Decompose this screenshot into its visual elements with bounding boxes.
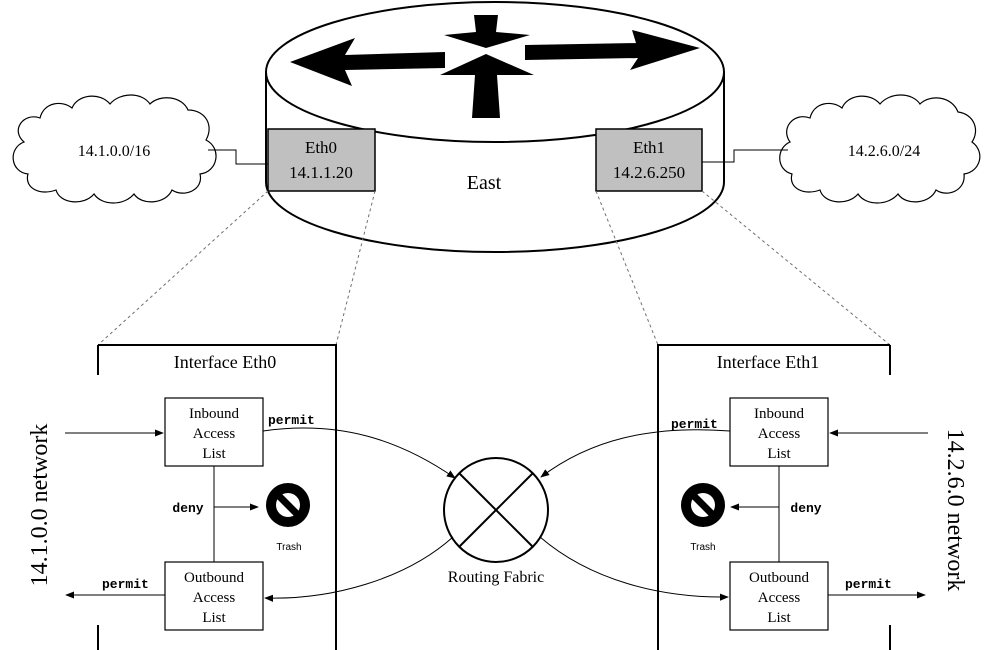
- inbound-acl-line3: List: [767, 446, 791, 462]
- network-left-label: 14.1.0.0 network: [27, 424, 53, 587]
- cloud-left-label: 14.1.0.0/16: [78, 143, 150, 160]
- inbound-acl-line2: Access: [758, 426, 801, 442]
- routing-fabric-icon: [443, 457, 549, 563]
- outbound-acl-box: [164, 561, 264, 631]
- router-arrows-icon: [290, 15, 700, 118]
- panel-eth1-frame: [657, 344, 890, 650]
- permit-out-label: permit: [845, 577, 892, 592]
- outbound-acl-line3: List: [767, 610, 791, 626]
- outbound-acl-line1: Outbound: [749, 570, 810, 586]
- trash-label: Trash: [690, 542, 715, 553]
- outbound-acl-line2: Access: [193, 590, 236, 606]
- cloud-icon: [12, 94, 217, 204]
- zoom-lines: [97, 190, 891, 346]
- flow-eth0-in-to-fabric: [262, 427, 456, 479]
- trash-label: Trash: [276, 542, 301, 553]
- cloud-right-label: 14.2.6.0/24: [848, 143, 920, 160]
- panel-eth0-frame: [98, 344, 337, 650]
- cloud-right: 14.2.6.0/24: [779, 94, 981, 204]
- panel-eth1-title: Interface Eth1: [717, 352, 819, 372]
- flow-fabric-to-eth1-out: [539, 536, 729, 601]
- inbound-acl-line1: Inbound: [189, 406, 239, 422]
- outbound-acl-line1: Outbound: [184, 570, 245, 586]
- inbound-acl-line2: Access: [193, 426, 236, 442]
- interface-eth1-box: Eth1 14.2.6.250: [595, 128, 703, 192]
- outbound-acl-box: [729, 561, 829, 631]
- inbound-acl-box: [164, 397, 264, 467]
- network-right-label: 14.2.6.0 network: [942, 429, 968, 592]
- interface-eth0-name: Eth0: [305, 138, 337, 157]
- interface-eth1-ip: 14.2.6.250: [613, 163, 685, 182]
- outbound-acl-line2: Access: [758, 590, 801, 606]
- deny-label: deny: [172, 501, 203, 516]
- interface-eth0-ip: 14.1.1.20: [289, 163, 353, 182]
- flow-eth1-in-to-fabric: [540, 429, 731, 478]
- cloud-icon: [779, 94, 981, 204]
- router: East: [265, 1, 725, 253]
- link-left: [208, 149, 268, 165]
- flow-arrows: [262, 427, 731, 602]
- inbound-acl-line1: Inbound: [754, 406, 804, 422]
- routing-fabric-label: Routing Fabric: [448, 569, 544, 586]
- router-name: East: [467, 172, 502, 194]
- link-right: [702, 149, 788, 163]
- deny-label: deny: [790, 501, 821, 516]
- flow-fabric-to-eth0-out: [264, 536, 454, 602]
- panel-eth0: Interface Eth0 Inbound Access List Outbo…: [65, 344, 337, 650]
- panel-eth0-title: Interface Eth0: [174, 352, 276, 372]
- interface-eth1-name: Eth1: [633, 138, 665, 157]
- trash-no-icon: [266, 483, 310, 527]
- panel-eth1: Interface Eth1 Inbound Access List Outbo…: [657, 344, 928, 650]
- trash-no-icon: [681, 483, 725, 527]
- inbound-acl-box: [729, 397, 829, 467]
- outbound-acl-line3: List: [202, 610, 226, 626]
- permit-in-label: permit: [671, 417, 718, 432]
- inbound-acl-line3: List: [202, 446, 226, 462]
- interface-eth0-box: Eth0 14.1.1.20: [267, 128, 376, 192]
- cloud-left: 14.1.0.0/16: [12, 94, 217, 204]
- permit-in-label: permit: [268, 413, 315, 428]
- permit-out-label: permit: [102, 577, 149, 592]
